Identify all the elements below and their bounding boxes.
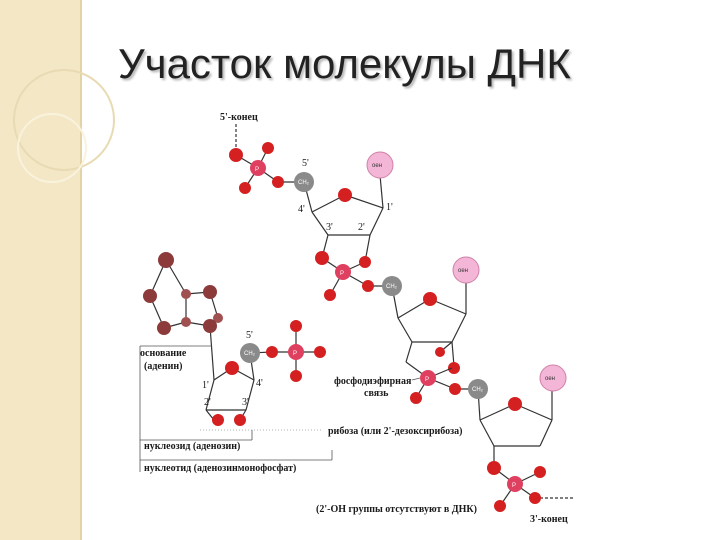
carbon-pos-label: 5' (246, 330, 253, 341)
slide-title: Участок молекулы ДНК (118, 40, 571, 87)
oxygen-atom (324, 289, 336, 301)
phosphorus-label: P (340, 271, 344, 277)
carbon-pos-label: 5' (302, 158, 309, 169)
ring-oxygen (338, 188, 352, 202)
phosphorus-atom (250, 160, 266, 176)
ring-oxygen (225, 361, 239, 375)
ring-oxygen (508, 397, 522, 411)
oxygen-atom (487, 461, 501, 475)
carbon-pos-label: 3' (326, 222, 333, 233)
nucleotide-3: P CH₂ оен P (405, 361, 575, 512)
oxygen-atom (272, 176, 284, 188)
carbon-pos-label: 1' (202, 380, 209, 391)
adenine-base (143, 252, 223, 381)
ribose-caption: рибоза (или 2'-дезоксирибоза) (328, 426, 463, 437)
carbon-group-label: CH₂ (298, 180, 310, 186)
oxygen-atom (290, 370, 302, 382)
three-prime-end-label: 3'-конец (530, 514, 568, 525)
carbon-group (468, 379, 488, 399)
nucleotide-2: P CH₂ оен (315, 251, 480, 374)
oxygen-atom (362, 280, 374, 292)
phosphodiester-caption: фосфодиэфирная (334, 376, 412, 387)
decor-circle (17, 113, 87, 183)
left-decor-divider (80, 0, 82, 540)
oxygen-atom (266, 346, 278, 358)
five-prime-end-label: 5'-конец (220, 112, 258, 123)
oxygen-atom (449, 383, 461, 395)
oh-note: (2'-OH группы отсутствуют в ДНК) (316, 504, 477, 515)
carbon-group-label: CH₂ (386, 284, 398, 290)
ring-atom (181, 289, 191, 299)
phosphorus-atom (507, 476, 523, 492)
oxygen-atom (262, 142, 274, 154)
phosphorus-label: P (425, 377, 429, 383)
carbon-pos-label: 2' (204, 397, 211, 408)
oxygen-atom (212, 414, 224, 426)
nucleoside-caption: нуклеозид (аденозин) (144, 441, 240, 452)
oxygen-atom (229, 148, 243, 162)
base-caption: основание (140, 348, 187, 359)
phosphorus-label: P (512, 483, 516, 489)
carbon-group (240, 343, 260, 363)
ring-atom (213, 313, 223, 323)
base-blob (452, 256, 480, 284)
carbon-pos-label: 4' (298, 204, 305, 215)
oxygen-atom (410, 392, 422, 404)
base-label: оен (458, 268, 468, 274)
phosphodiester-caption-sub: связь (364, 388, 389, 399)
base-label: оен (372, 163, 382, 169)
phosphorus-label: P (255, 167, 259, 173)
decor-circle (13, 69, 115, 171)
phosphorus-atom (335, 264, 351, 280)
oxygen-atom (494, 500, 506, 512)
carbon-group (382, 276, 402, 296)
oxygen-atom (534, 466, 546, 478)
ring-atom (143, 289, 157, 303)
left-decor-strip (0, 0, 80, 540)
oxygen-atom (290, 320, 302, 332)
carbon-group (294, 172, 314, 192)
oxygen-atom (314, 346, 326, 358)
oxygen-atom (529, 492, 541, 504)
ring-atom (203, 285, 217, 299)
oxygen-atom (315, 251, 329, 265)
carbon-group-label: CH₂ (472, 387, 484, 393)
oxygen-atom (234, 414, 246, 426)
base-caption-sub: (аденин) (144, 361, 182, 372)
phosphodiester-pointer (411, 377, 421, 381)
base-blob (366, 151, 394, 179)
oxygen-atom (448, 362, 460, 374)
ring-atom (157, 321, 171, 335)
amino-group (158, 252, 174, 268)
ring-atom (203, 319, 217, 333)
phosphorus-label: P (293, 351, 297, 357)
carbon-pos-label: 1' (386, 202, 393, 213)
nucleotide-caption: нуклеотид (аденозинмонофосфат) (144, 463, 296, 474)
nucleotide-1: P CH₂ оен 5' 4' 3' 2' 1' (229, 142, 394, 263)
carbon-group-label: CH₂ (244, 351, 256, 357)
carbon-pos-label: 3' (242, 397, 249, 408)
carbon-pos-label: 2' (358, 222, 365, 233)
oxygen-atom (435, 347, 445, 357)
base-blob (539, 364, 567, 392)
ring-atom (181, 317, 191, 327)
oxygen-atom (359, 256, 371, 268)
free-nucleotide: CH₂ P 5' 1' 4' 2' 3' (202, 320, 326, 426)
base-label: оен (545, 376, 555, 382)
oxygen-atom (239, 182, 251, 194)
carbon-pos-label: 4' (256, 378, 263, 389)
ring-oxygen (423, 292, 437, 306)
phosphorus-atom (420, 370, 436, 386)
phosphorus-atom (288, 344, 304, 360)
